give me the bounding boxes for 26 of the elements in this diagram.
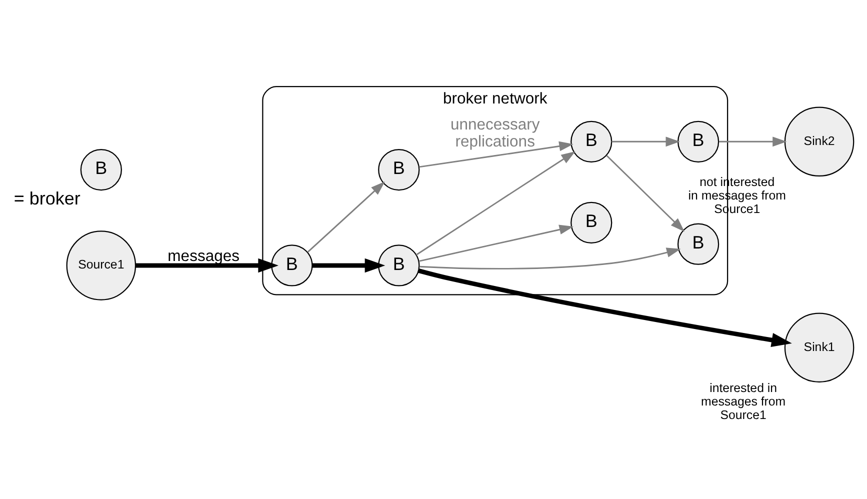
node-circle: Sink2 [784, 106, 854, 176]
node-circle: B [378, 148, 420, 190]
node-circle: B [271, 244, 313, 286]
arrow [606, 154, 685, 232]
arrow [612, 136, 680, 146]
arrow [416, 150, 576, 256]
arrow [719, 136, 787, 146]
edge-label: messages [168, 248, 240, 265]
node-circle: Sink1 [784, 312, 854, 382]
arrow [136, 258, 278, 272]
node-label: = broker [14, 188, 80, 208]
node-circle: B [378, 244, 420, 286]
arrow [418, 224, 574, 262]
node-circle: B [80, 148, 122, 190]
node-circle: B [570, 201, 612, 244]
node-circle: B [677, 120, 720, 162]
node-circle: B [570, 120, 612, 162]
node-circle: B [677, 222, 720, 264]
node-label: interested in messages from Source1 [701, 380, 786, 422]
arrow [307, 181, 385, 252]
arrow [418, 268, 792, 347]
edge-label: unnecessary replications [450, 116, 540, 150]
node-circle: Source1 [66, 230, 136, 300]
arrow [419, 140, 574, 168]
arrow [419, 247, 681, 269]
arrow [312, 258, 386, 272]
